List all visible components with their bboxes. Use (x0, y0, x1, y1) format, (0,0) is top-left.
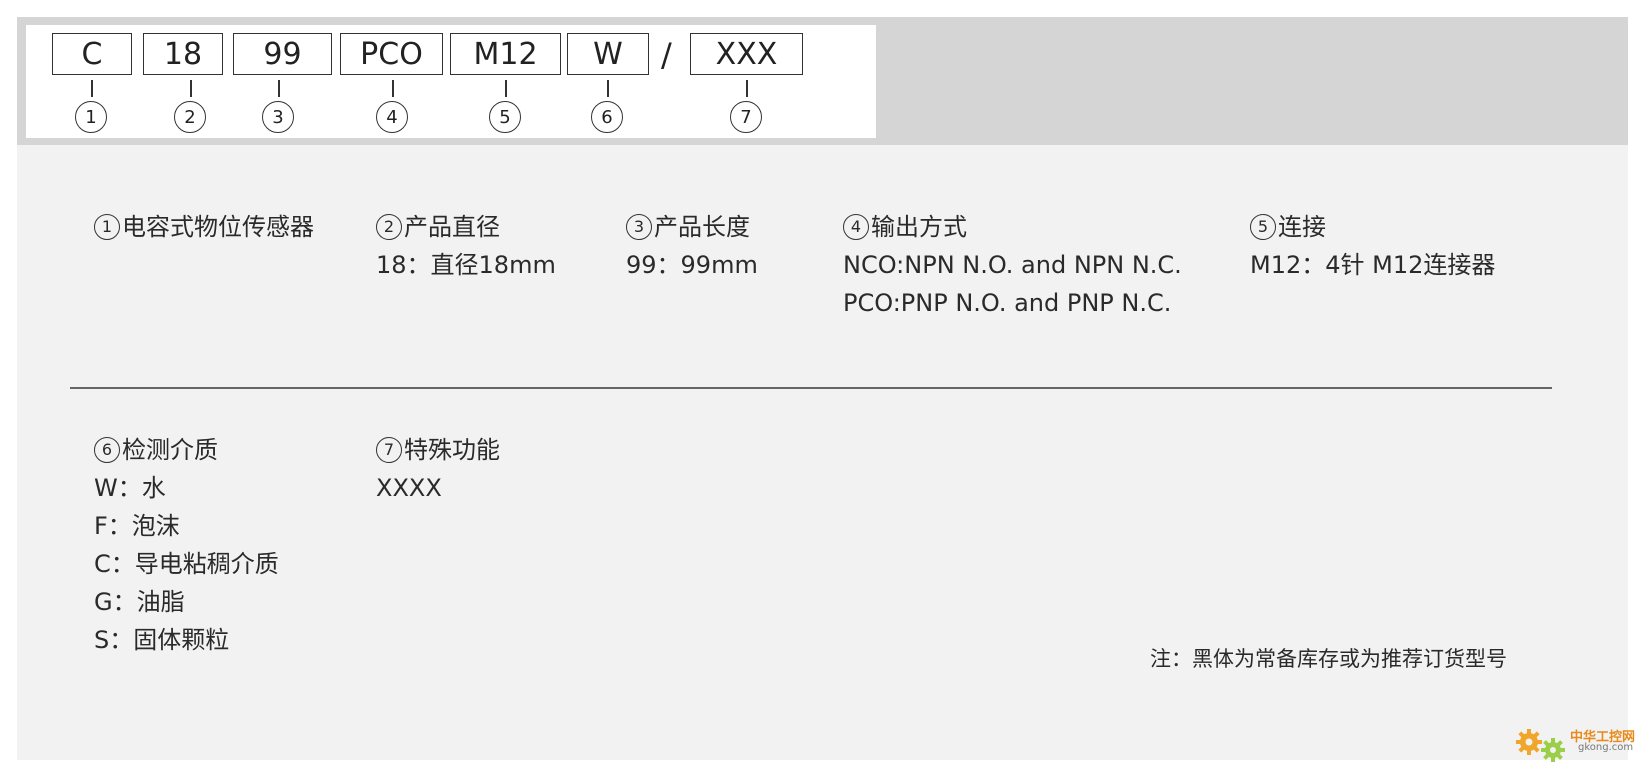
gear-icon (1516, 729, 1565, 762)
code-segment-2: 18 (143, 33, 223, 75)
code-number-2: 2 (174, 101, 206, 133)
code-number-4: 4 (376, 101, 408, 133)
tick-1 (91, 80, 93, 97)
legend-line: 99：99mm (626, 251, 758, 279)
watermark-url: gkong.com (1578, 742, 1634, 753)
legend-title-6: 检测介质 (122, 436, 218, 464)
code-number-3: 3 (262, 101, 294, 133)
legend-title-1: 电容式物位传感器 (122, 213, 314, 241)
legend-line: G：油脂 (94, 588, 185, 616)
legend-line: S：固体颗粒 (94, 626, 230, 654)
legend-line: PCO:PNP N.O. and PNP N.C. (843, 289, 1172, 317)
code-segment-4: PCO (340, 33, 443, 75)
legend-line: C：导电粘稠介质 (94, 550, 279, 578)
legend-line: NCO:NPN N.O. and NPN N.C. (843, 251, 1182, 279)
code-segment-3: 99 (233, 33, 332, 75)
section-divider (70, 387, 1552, 389)
legend-col-4: 4 输出方式 NCO:NPN N.O. and NPN N.C. PCO:PNP… (843, 208, 1182, 322)
legend-col-5: 5 连接 M12：4针 M12连接器 (1250, 208, 1495, 284)
code-segment-7: XXX (690, 33, 803, 75)
legend-title-5: 连接 (1278, 213, 1326, 241)
watermark-text: 中华工控网 (1570, 730, 1636, 745)
legend-line: 18：直径18mm (376, 251, 556, 279)
code-number-1: 1 (75, 101, 107, 133)
legend-number-2: 2 (376, 214, 402, 240)
footnote: 注：黑体为常备库存或为推荐订货型号 (1150, 647, 1507, 671)
legend-number-4: 4 (843, 214, 869, 240)
legend-title-2: 产品直径 (404, 213, 500, 241)
legend-title-3: 产品长度 (654, 213, 750, 241)
code-number-7: 7 (730, 101, 762, 133)
legend-col-7: 7 特殊功能 XXXX (376, 431, 500, 507)
legend-col-6: 6 检测介质 W：水 F：泡沫 C：导电粘稠介质 G：油脂 S：固体颗粒 (94, 431, 279, 659)
tick-5 (505, 80, 507, 97)
tick-7 (746, 80, 748, 97)
tick-4 (392, 80, 394, 97)
legend-number-5: 5 (1250, 214, 1276, 240)
code-segment-5: M12 (450, 33, 561, 75)
legend-number-7: 7 (376, 437, 402, 463)
legend-number-1: 1 (94, 214, 120, 240)
legend-line: W：水 (94, 474, 166, 502)
legend-col-1: 1 电容式物位传感器 (94, 208, 314, 246)
legend-title-7: 特殊功能 (404, 436, 500, 464)
legend-line: M12：4针 M12连接器 (1250, 251, 1496, 279)
legend-number-3: 3 (626, 214, 652, 240)
code-number-5: 5 (489, 101, 521, 133)
code-separator: / (661, 36, 672, 74)
tick-2 (190, 80, 192, 97)
tick-6 (607, 80, 609, 97)
legend-title-4: 输出方式 (871, 213, 967, 241)
code-number-6: 6 (591, 101, 623, 133)
legend-number-6: 6 (94, 437, 120, 463)
tick-3 (278, 80, 280, 97)
legend-line: F：泡沫 (94, 512, 180, 540)
legend-line: XXXX (376, 474, 442, 502)
code-segment-6: W (567, 33, 649, 75)
code-segment-1: C (52, 33, 132, 75)
legend-col-2: 2 产品直径 18：直径18mm (376, 208, 556, 284)
legend-col-3: 3 产品长度 99：99mm (626, 208, 758, 284)
